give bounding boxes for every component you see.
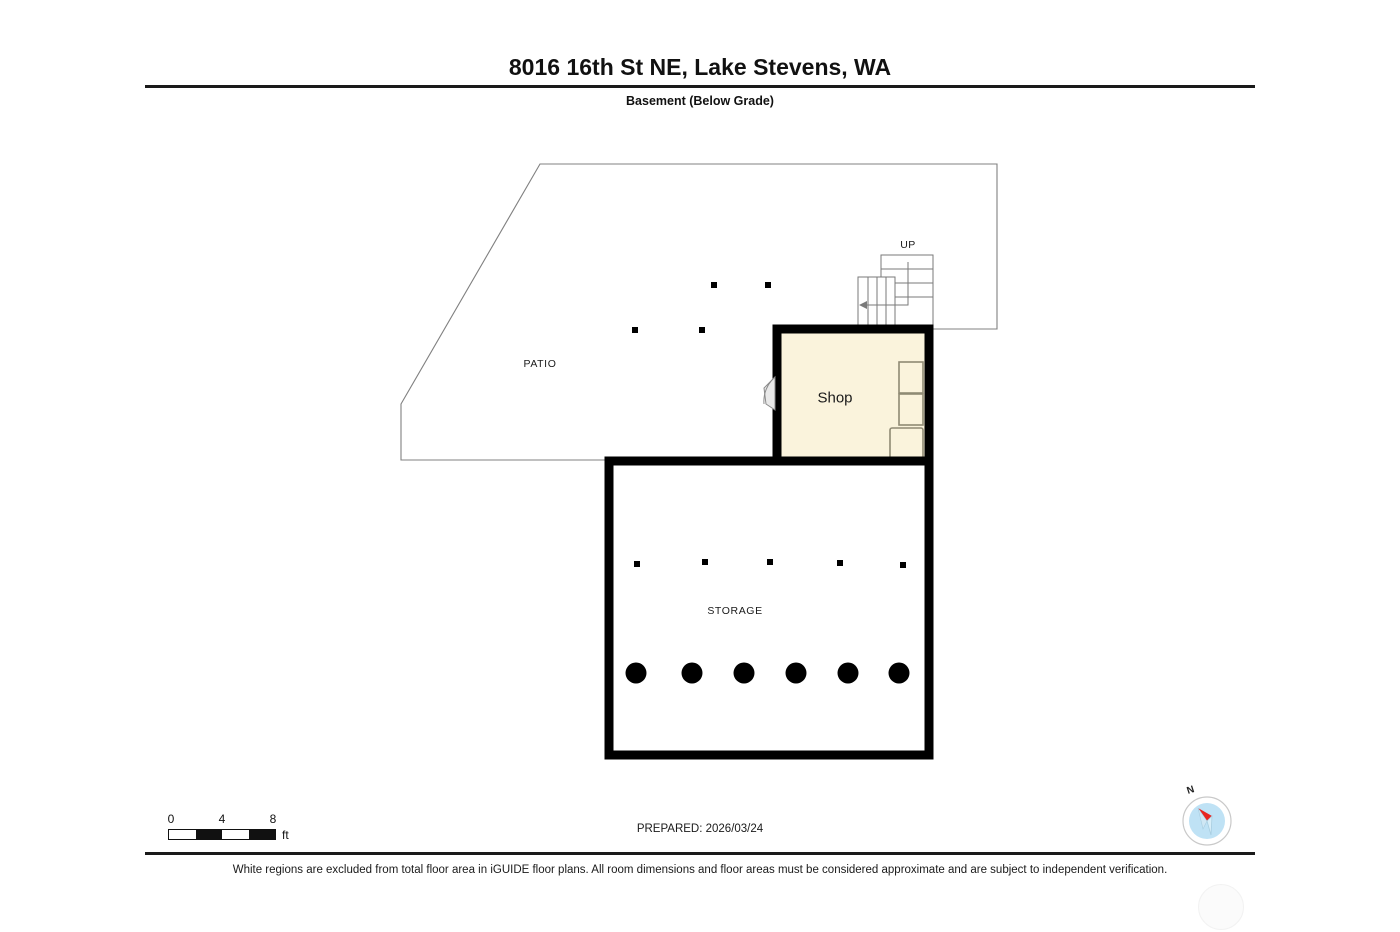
header-divider bbox=[145, 85, 1255, 88]
patio-outline bbox=[400, 163, 998, 461]
storage-column bbox=[625, 662, 647, 684]
scale-segment bbox=[222, 830, 249, 839]
shop-cabinet-mid bbox=[898, 393, 924, 426]
storage-room bbox=[604, 456, 934, 760]
storage-posts bbox=[634, 559, 906, 568]
scale-tick-0: 0 bbox=[167, 812, 175, 826]
storage-column bbox=[888, 662, 910, 684]
room-label-shop: Shop bbox=[817, 389, 853, 407]
scale-unit-label: ft bbox=[282, 828, 289, 842]
shop-cabinet-upper bbox=[898, 361, 924, 394]
scale-segment bbox=[195, 830, 222, 839]
storage-post bbox=[900, 562, 906, 568]
disclaimer-text: White regions are excluded from total fl… bbox=[232, 864, 1168, 876]
stairs-up-label: UP bbox=[900, 239, 916, 251]
storage-post bbox=[702, 559, 708, 565]
storage-column bbox=[785, 662, 807, 684]
scale-segment bbox=[169, 830, 196, 839]
patio-posts bbox=[632, 282, 771, 333]
scale-tick-8: 8 bbox=[269, 812, 277, 826]
compass-rose: N bbox=[1181, 784, 1233, 847]
stairs-up bbox=[857, 254, 934, 329]
floor-subtitle: Basement (Below Grade) bbox=[626, 94, 774, 108]
scale-segment bbox=[248, 830, 275, 839]
stairs-arrow-icon bbox=[859, 301, 867, 309]
shop-door-west bbox=[763, 375, 776, 411]
page-title: 8016 16th St NE, Lake Stevens, WA bbox=[508, 54, 892, 80]
storage-columns bbox=[625, 662, 910, 684]
storage-column bbox=[837, 662, 859, 684]
storage-post bbox=[634, 561, 640, 567]
scale-bar-track bbox=[168, 829, 276, 840]
watermark-circle bbox=[1198, 884, 1244, 930]
scale-bar-ticks: 0 4 8 bbox=[168, 812, 278, 826]
shop-door-south bbox=[808, 460, 847, 484]
patio-post bbox=[632, 327, 638, 333]
room-label-patio: PATIO bbox=[523, 358, 557, 370]
storage-column bbox=[733, 662, 755, 684]
shop-cabinet-lower bbox=[889, 427, 924, 461]
scale-bar: 0 4 8 ft bbox=[168, 812, 308, 848]
prepared-date: PREPARED: 2026/03/24 bbox=[636, 823, 764, 835]
scale-tick-4: 4 bbox=[218, 812, 226, 826]
patio-post bbox=[699, 327, 705, 333]
storage-post bbox=[837, 560, 843, 566]
patio-post bbox=[711, 282, 717, 288]
room-label-storage: STORAGE bbox=[707, 605, 763, 617]
patio-post bbox=[765, 282, 771, 288]
compass-icon bbox=[1182, 796, 1232, 846]
shop-room bbox=[772, 324, 934, 468]
storage-post bbox=[767, 559, 773, 565]
storage-column bbox=[681, 662, 703, 684]
footer-divider bbox=[145, 852, 1255, 855]
